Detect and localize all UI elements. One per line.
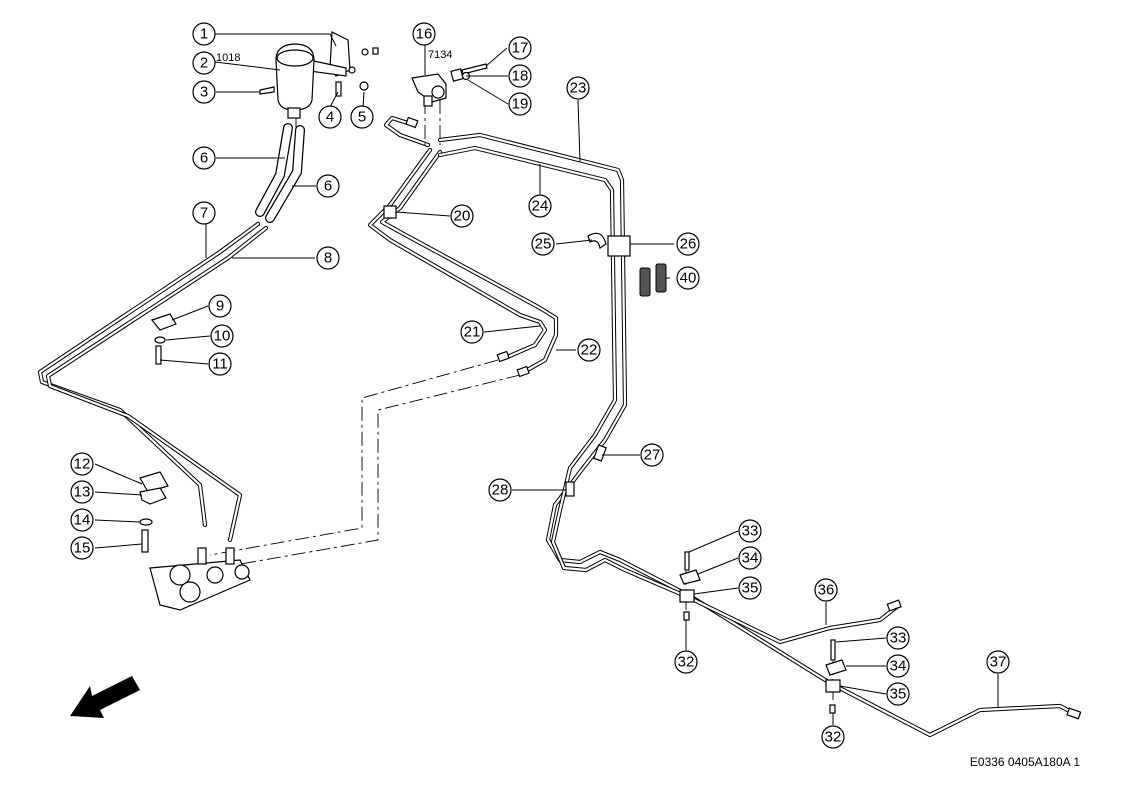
callout-label: 18 — [512, 68, 529, 85]
master-cylinder — [149, 547, 251, 611]
brake-pipes — [37, 115, 1078, 738]
callout-label: 9 — [216, 298, 224, 315]
callout-label: 2 — [200, 55, 208, 72]
reservoir-part-code: 1018 — [216, 52, 240, 64]
callout-label: 10 — [214, 328, 231, 345]
callout-label: 36 — [818, 582, 835, 599]
callout-label: 24 — [532, 198, 549, 215]
callout-label: 17 — [512, 40, 529, 57]
callout-label: 32 — [678, 654, 695, 671]
hoses-6 — [255, 123, 305, 223]
callout-label: 6 — [200, 150, 208, 167]
pipe-24 — [437, 145, 901, 645]
callout-label: 28 — [492, 482, 509, 499]
callout-label: 35 — [890, 686, 907, 703]
pipe-fittings — [383, 116, 1082, 720]
callout-label: 12 — [74, 456, 91, 473]
clip-set-12-15 — [139, 471, 169, 553]
callout-label: 1 — [200, 26, 208, 43]
callout-label: 22 — [581, 342, 598, 359]
pipe-23 — [437, 132, 1078, 738]
callout-label: 34 — [742, 550, 759, 567]
callout-label: 3 — [200, 84, 208, 101]
callout-label: 19 — [512, 96, 529, 113]
callout-label: 21 — [464, 324, 481, 341]
callout-label: 40 — [680, 270, 697, 287]
callout-label: 7 — [200, 205, 208, 222]
figure-reference: E0336 0405A180A 1 — [970, 755, 1080, 769]
callout-label: 4 — [326, 109, 334, 126]
valve-part-code: 7134 — [428, 49, 452, 61]
clip-set-9-11 — [150, 313, 177, 365]
front-direction-arrow-icon — [70, 676, 140, 718]
callout-label: 14 — [74, 512, 91, 529]
callout-label: 32 — [825, 729, 842, 746]
callout-label: 34 — [890, 658, 907, 675]
callout-label: 6 — [324, 178, 332, 195]
callout-label: 20 — [454, 208, 471, 225]
callout-label: 35 — [742, 580, 759, 597]
proportioning-valve — [411, 63, 488, 107]
callout-label: 16 — [416, 26, 433, 43]
pipe-8 — [45, 225, 269, 543]
callout-label: 11 — [212, 356, 228, 373]
leader-lines — [94, 33, 999, 725]
pipe-21 — [367, 147, 548, 361]
callout-label: 26 — [680, 236, 697, 253]
callout-label: 23 — [570, 80, 587, 97]
callout-label: 27 — [644, 447, 661, 464]
pipe-7 — [37, 221, 261, 528]
callout-label: 13 — [74, 484, 91, 501]
callout-label: 33 — [742, 523, 759, 540]
callout-label: 8 — [324, 250, 332, 267]
callout-label: 37 — [990, 654, 1007, 671]
callout-label: 25 — [535, 236, 552, 253]
callout-label: 33 — [890, 630, 907, 647]
reservoir-assembly — [259, 31, 379, 119]
callout-group: 1 2 3 4 5 6 6 7 8 9 10 11 12 13 14 15 16 — [70, 22, 1010, 749]
dash-dot-connections — [209, 92, 834, 700]
callout-label: 5 — [358, 109, 366, 126]
callout-label: 15 — [74, 540, 91, 557]
pipe-valve-upper — [383, 115, 431, 148]
